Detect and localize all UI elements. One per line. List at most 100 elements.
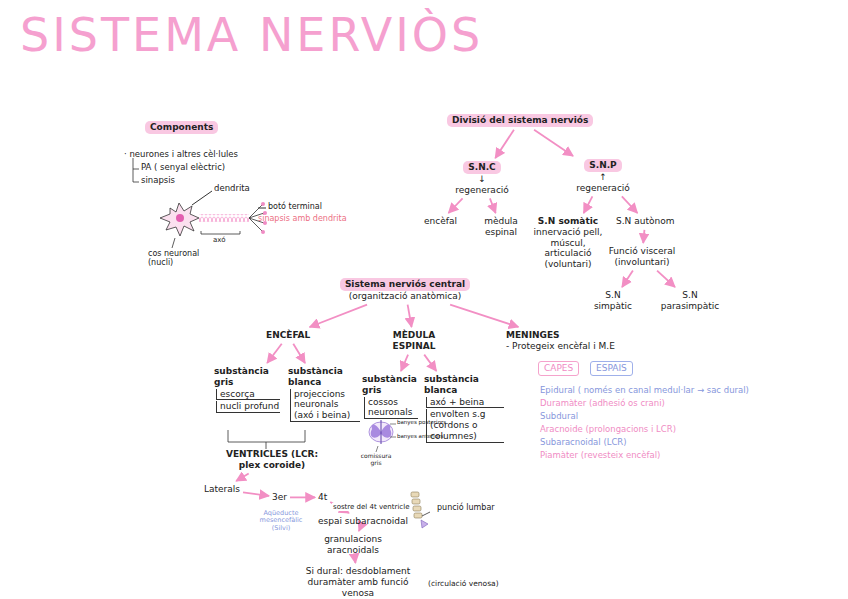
arrow-connector xyxy=(424,355,436,371)
concept-node: mèdula espinal xyxy=(478,216,524,238)
arrow-connector xyxy=(449,198,463,213)
node-heading: substància blanca xyxy=(424,374,504,396)
concept-node: MÈDULA ESPINAL xyxy=(386,330,442,352)
highlighted-heading: Divisió del sistema nerviós xyxy=(447,114,593,127)
annotation-label: axó xyxy=(213,236,226,244)
node-body: innervació pell, múscul, articulació (vo… xyxy=(528,227,608,270)
node-heading: VENTRICLES (LCR: plex coroide) xyxy=(224,449,320,471)
annotation-label: Subaracnoidal (LCR) xyxy=(540,438,627,448)
node-heading: 3er xyxy=(272,492,287,503)
annotation-label: Epidural ( només en canal medul·lar → sa… xyxy=(540,386,749,396)
node-body: ↑ regeneració xyxy=(573,172,633,194)
annotation-label: banyes anteriors xyxy=(397,433,443,439)
concept-node: substància blancaaxó + beinaenvolten s.g… xyxy=(424,374,504,443)
bracket xyxy=(228,430,305,449)
arrow-connector xyxy=(490,198,496,213)
node-body: - Protegeix encèfal i M.E xyxy=(506,341,615,352)
node-body: (organització anatòmica) xyxy=(330,291,480,302)
annotation-label: botó terminal xyxy=(268,202,322,211)
concept-node: S.N parasimpàtic xyxy=(660,290,720,312)
concept-node: substància griscossos neuronals xyxy=(362,374,418,419)
arrow-connector xyxy=(643,230,644,243)
node-heading: CAPES xyxy=(538,361,579,376)
page-title: SISTEMA NERVIÒS xyxy=(20,8,483,62)
spine-drawing xyxy=(411,492,430,528)
concept-node: Components xyxy=(145,121,218,134)
node-heading: S.N somàtic xyxy=(528,216,608,227)
concept-node: Funció visceral (involuntari) xyxy=(604,246,680,268)
annotation-label: cos neuronal (nucli) xyxy=(148,249,208,267)
node-heading: ESPAIS xyxy=(590,361,633,376)
highlighted-heading: Components xyxy=(145,121,218,134)
highlighted-heading: S.N.C xyxy=(463,161,500,174)
node-body: axó + beina xyxy=(426,397,504,409)
annotation-label: sinapsis amb dendrita xyxy=(258,214,347,223)
concept-node: S.N autònom xyxy=(616,216,674,227)
arrow-connector xyxy=(358,530,360,531)
node-heading: encèfal xyxy=(424,216,457,227)
arrow-connector xyxy=(408,305,412,327)
highlighted-heading: S.N.P xyxy=(584,159,621,172)
node-heading: substància gris xyxy=(362,374,418,396)
arrow-connector xyxy=(293,344,305,363)
node-heading: S.N simpàtic xyxy=(592,290,634,312)
node-heading: MÈDULA ESPINAL xyxy=(386,330,442,352)
concept-node: substància blancaprojeccions neuronals (… xyxy=(288,366,360,422)
highlighted-heading: Sistema nerviós central xyxy=(340,278,470,291)
node-heading: S.N.P xyxy=(573,159,633,172)
concept-node: S.N.C↓ regeneració xyxy=(452,161,512,195)
node-heading: MENINGES xyxy=(506,330,615,341)
spinal-cord-section xyxy=(369,420,396,452)
arrow-connector xyxy=(243,492,269,496)
concept-node: ESPAIS xyxy=(590,361,633,376)
arrow-connector xyxy=(401,355,408,371)
arrow-connector xyxy=(622,271,633,287)
annotation-label: · neurones i altres cèl·lules xyxy=(124,150,238,160)
annotation-label: punció lumbar xyxy=(437,503,495,512)
arrow-connector xyxy=(495,130,514,158)
node-heading: mèdula espinal xyxy=(478,216,524,238)
arrow-connector xyxy=(290,496,315,498)
node-heading: Si dural: desdoblament duramàter amb fun… xyxy=(296,566,420,598)
node-body: nucli profund xyxy=(216,401,280,413)
annotation-label: comissura gris xyxy=(358,453,394,467)
node-heading: Components xyxy=(145,121,218,134)
arrow-connector xyxy=(584,196,593,213)
node-heading: Laterals xyxy=(204,484,240,495)
node-heading: S.N.C xyxy=(452,161,512,174)
concept-node: 3er xyxy=(272,492,287,503)
edge-label: sostre del 4t ventricle xyxy=(332,503,410,511)
arrow-connector xyxy=(450,305,518,327)
concept-node: 4t xyxy=(318,492,327,503)
concept-node: S.N simpàtic xyxy=(592,290,634,312)
node-body: cossos neuronals xyxy=(364,397,418,420)
node-heading: Sistema nerviós central xyxy=(330,278,480,291)
annotation-label: Aracnoide (prolongacions i LCR) xyxy=(540,425,676,435)
neuron-drawing xyxy=(160,191,267,248)
concept-node: Laterals xyxy=(204,484,240,495)
concept-node: ENCÈFAL xyxy=(266,330,310,341)
node-body: projeccions neuronals (axó i beina) xyxy=(290,389,360,422)
arrow-connector xyxy=(236,474,249,481)
node-heading: substància gris xyxy=(214,366,280,388)
arrow-connector xyxy=(534,130,573,156)
concept-node: MENINGES- Protegeix encèfal i M.E xyxy=(506,330,615,352)
concept-node: S.N.P↑ regeneració xyxy=(573,159,633,193)
node-body: ↓ regeneració xyxy=(452,174,512,196)
concept-node: CAPES xyxy=(538,361,579,376)
annotation-label: sinapsis xyxy=(141,176,175,186)
annotation-label: Duramàter (adhesió os crani) xyxy=(540,399,665,409)
concept-node: Sistema nerviós central(organització ana… xyxy=(330,278,480,302)
arrow-connector xyxy=(622,196,638,213)
annotation-label: Piamàter (revesteix encèfal) xyxy=(540,451,660,461)
node-heading: S.N autònom xyxy=(616,216,674,227)
concept-node: S.N somàticinnervació pell, múscul, arti… xyxy=(528,216,608,270)
arrow-connector xyxy=(267,344,282,363)
annotation-label: Aqüeducte mesencefàlic (Silvi) xyxy=(252,510,310,532)
node-heading: S.N parasimpàtic xyxy=(660,290,720,312)
list-bracket xyxy=(133,158,139,182)
arrow-connector xyxy=(354,559,356,563)
node-heading: espai subaracnoidal xyxy=(318,516,408,527)
node-heading: Funció visceral (involuntari) xyxy=(604,246,680,268)
